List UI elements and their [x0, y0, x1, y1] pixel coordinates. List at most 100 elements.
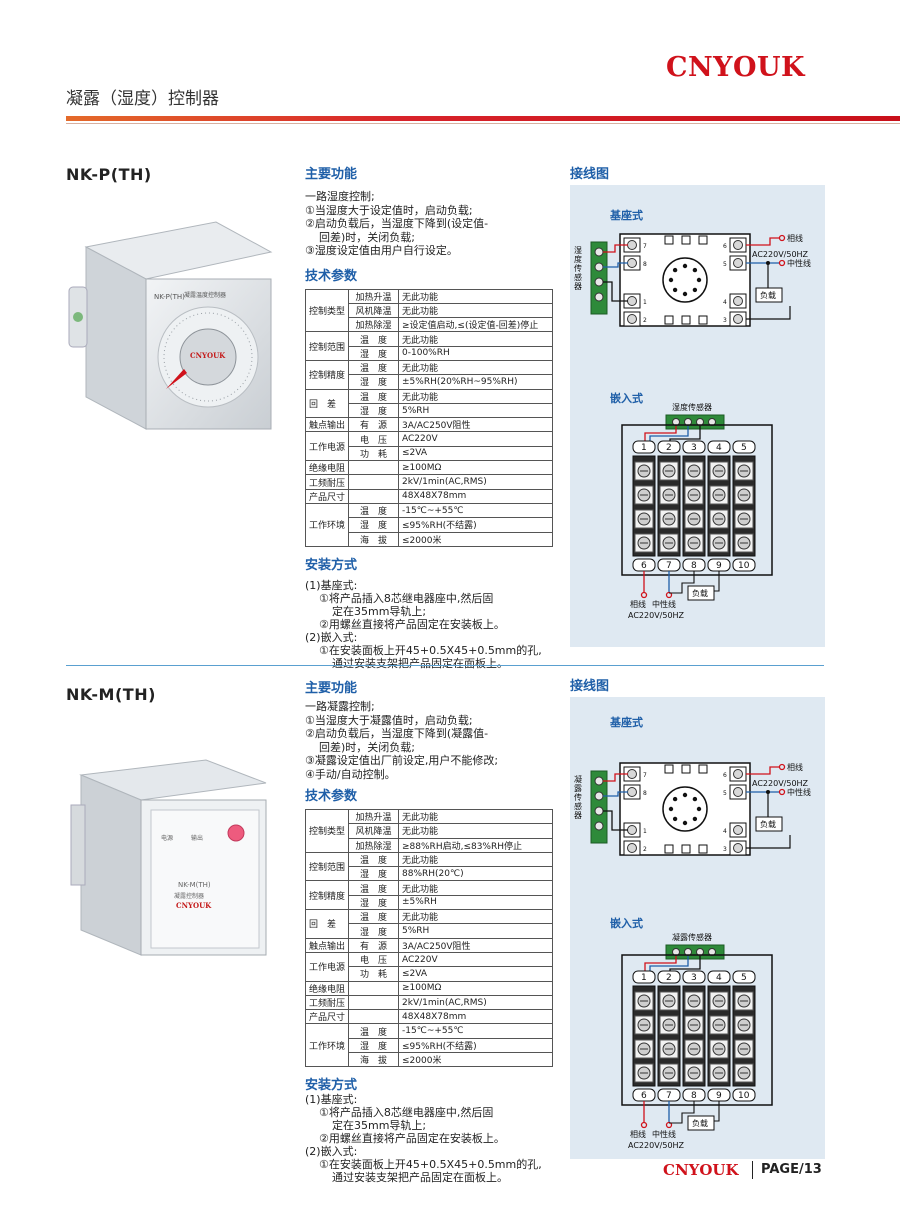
socket-pin [696, 806, 702, 812]
spec-value: 2kV/1min(AC,RMS) [398, 994, 553, 1011]
spec-row: 湿 度≤95%RH(不结露) [306, 517, 553, 533]
spec-value: 无此功能 [398, 331, 553, 347]
spec-row: 工作环境温 度-15℃~+55℃ [304, 1023, 553, 1068]
sensor-terminal [594, 247, 604, 257]
pin-number: 3 [723, 317, 727, 324]
socket-pin [692, 267, 698, 273]
socket-slot [698, 844, 708, 854]
spec-value: 无此功能 [398, 359, 553, 376]
spec-row: 控制范围温 度无此功能 [304, 331, 553, 361]
spec-category: 控制类型 [304, 288, 350, 333]
product-label-text: NK-P(TH) [154, 293, 185, 301]
func-title: 主要功能 [305, 167, 358, 182]
terminal-block [632, 455, 656, 557]
socket-pin [672, 796, 678, 802]
socket-pin [668, 277, 674, 283]
load-box [687, 1115, 715, 1131]
spec-value: 无此功能 [398, 851, 553, 868]
spec-item: 有 源 [348, 937, 400, 953]
socket-pin [682, 820, 688, 826]
footer-brand: CNYOUK [663, 1161, 739, 1179]
func-line: ④手动/自动控制。 [305, 767, 396, 781]
spec-item: 湿 度 [348, 866, 400, 882]
install-line: ②用螺丝直接将产品固定在安装板上。 [319, 617, 505, 631]
socket-slot [698, 315, 708, 325]
terminal-tag [732, 558, 756, 572]
spec-item: 有 源 [348, 417, 400, 433]
neutral-label: 中性线 [652, 1129, 676, 1139]
pin-number: 2 [643, 846, 647, 853]
title-underline-thin [66, 123, 900, 124]
neutral-label: 中性线 [787, 258, 811, 268]
spec-value: ≥设定值启动,≤(设定值-回差)停止 [398, 317, 553, 333]
load-label: 负载 [760, 290, 776, 300]
func-line: 一路凝露控制; [305, 700, 375, 713]
load-box [687, 585, 715, 601]
socket-pin [672, 267, 678, 273]
socket-pin [682, 291, 688, 297]
spec-row: 控制类型加热升温无此功能 [304, 808, 553, 853]
base-mount-label: 基座式 [610, 716, 643, 729]
terminal-screw [733, 769, 743, 779]
terminal-number: 8 [691, 1091, 697, 1101]
spec-category: 控制类型 [304, 809, 350, 853]
terminal-tag [682, 970, 706, 984]
spec-category: 控制范围 [304, 331, 350, 361]
spec-item: 湿 度 [348, 402, 400, 419]
spec-value: 无此功能 [398, 823, 553, 839]
panel-left-label: 电源 [161, 834, 173, 842]
terminal-tag [707, 970, 731, 984]
spec-value: 88%RH(20℃) [398, 866, 553, 882]
terminal-screw [627, 787, 637, 797]
spec-row: 加热除湿≥88%RH启动,≤83%RH停止 [306, 837, 553, 853]
base-mount-label: 基座式 [610, 209, 643, 222]
spec-item: 温 度 [348, 1023, 400, 1039]
panel-right-label: 输出 [191, 834, 203, 842]
spec-item: 温 度 [348, 909, 400, 925]
spec-value: 3A/AC250V阻性 [398, 937, 553, 953]
spec-category: 触点输出 [304, 937, 350, 953]
spec-item: 电 压 [348, 951, 400, 968]
spec-value: ≤95%RH(不结露) [398, 517, 553, 533]
terminal-tag [632, 440, 656, 454]
terminal-number: 3 [691, 443, 697, 453]
spec-column: 主要功能 一路凝露控制;①当湿度大于凝露值时，启动负载;②启动负载后，当湿度下降… [304, 677, 555, 1184]
terminal-block [732, 985, 756, 1087]
spec-value: 0-100%RH [398, 345, 553, 361]
spec-row: 海 拔≤2000米 [306, 1052, 553, 1068]
spec-row: 湿 度±5%RH [306, 894, 553, 911]
spec-item [348, 460, 400, 476]
terminal-tag [657, 440, 681, 454]
brand-logo: CNYOUK [666, 52, 805, 83]
embed-mount-label: 嵌入式 [610, 917, 643, 930]
spec-category: 工作电源 [304, 951, 350, 982]
terminal-number: 8 [691, 561, 697, 571]
pin-number: 2 [643, 317, 647, 324]
spec-item: 湿 度 [348, 1037, 400, 1054]
install-line: ②用螺丝直接将产品固定在安装板上。 [319, 1132, 505, 1146]
spec-item: 功 耗 [348, 445, 400, 462]
socket-pin [696, 277, 702, 283]
install-title: 安装方式 [305, 557, 358, 573]
terminal-number: 5 [741, 443, 747, 453]
spec-value: ±5%RH(20%RH~95%RH) [398, 374, 553, 390]
terminal-screw [627, 240, 637, 250]
install-line: ①将产品插入8芯继电器座中,然后固 [319, 591, 494, 605]
supply-label: AC220V/50HZ [752, 779, 809, 788]
spec-category: 回 差 [304, 909, 350, 939]
spec-item: 电 压 [348, 431, 400, 447]
terminal-tag [707, 440, 731, 454]
install-list: (1)基座式:①将产品插入8芯继电器座中,然后固定在35mm导轨上;②用螺丝直接… [305, 1093, 555, 1184]
terminal-screw [627, 258, 637, 268]
spec-category: 工频耐压 [304, 994, 350, 1011]
terminal-screw [733, 240, 743, 250]
spec-item: 湿 度 [348, 923, 400, 939]
terminal-screw [733, 314, 743, 324]
terminal-number: 4 [716, 973, 722, 983]
embed-frame [621, 954, 773, 1106]
terminal-block [682, 455, 706, 557]
